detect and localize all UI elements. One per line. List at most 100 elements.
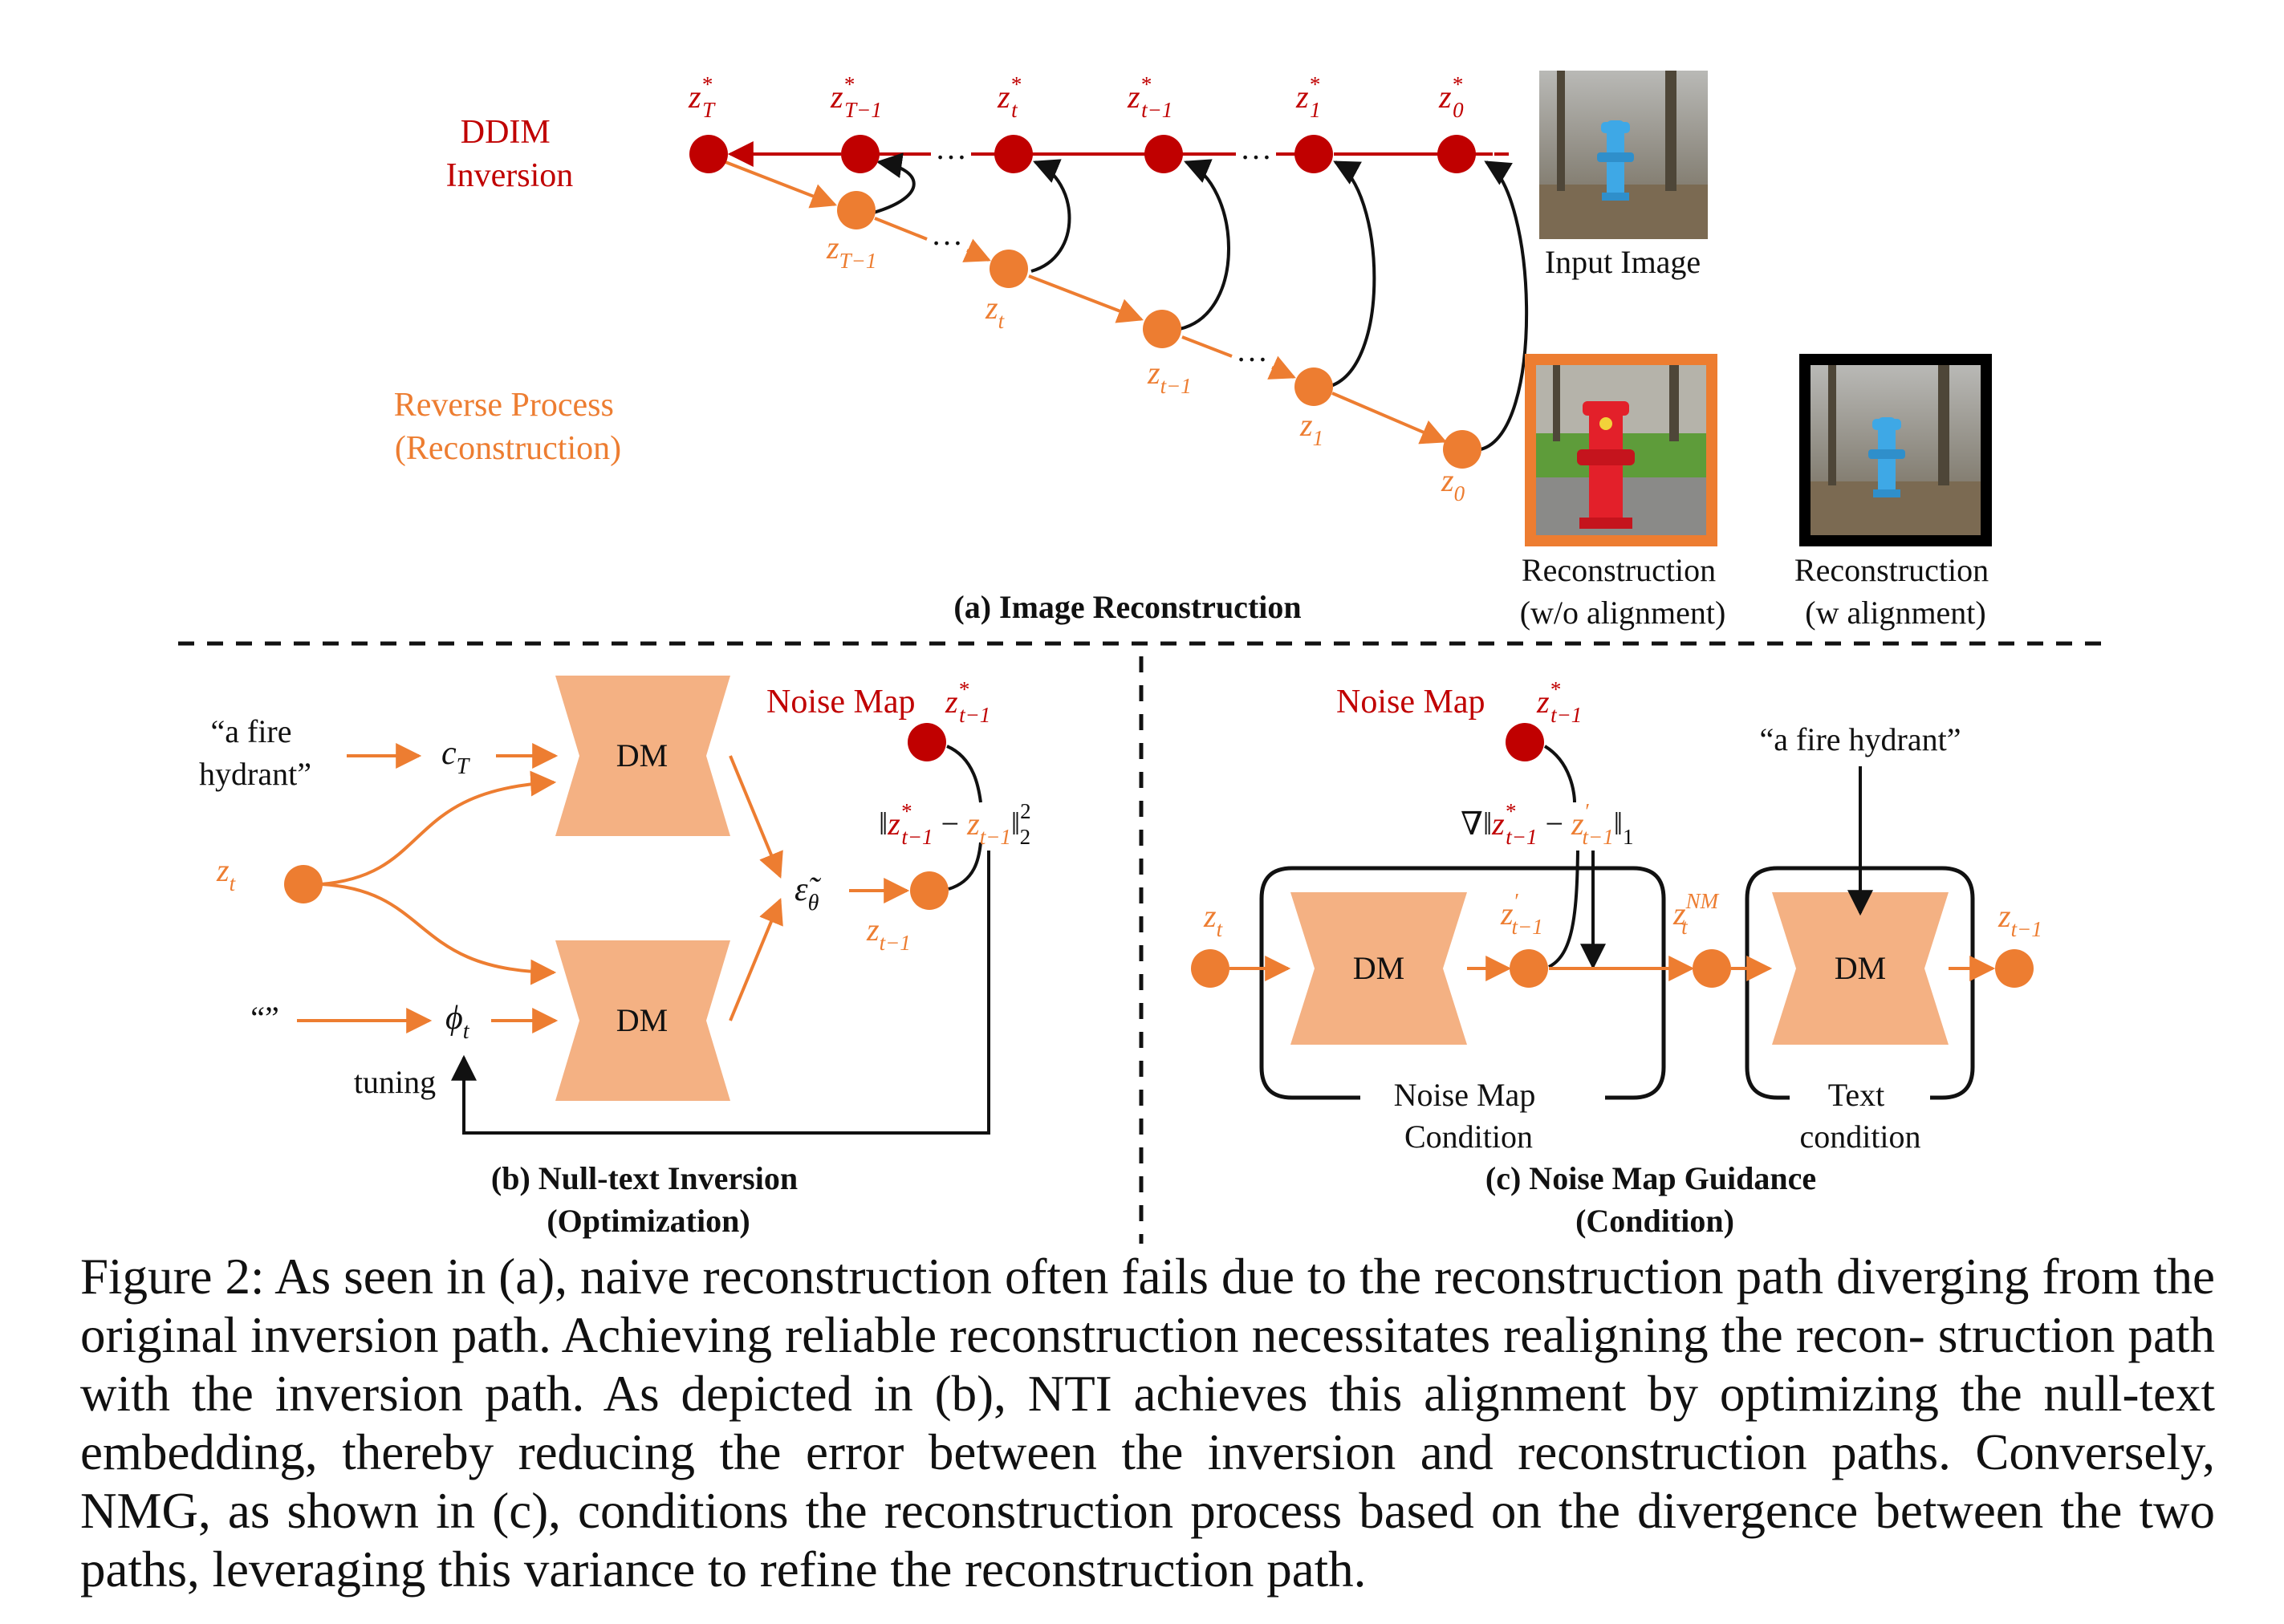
noise-map-node bbox=[908, 723, 946, 761]
branch-arrow-bottom bbox=[320, 883, 557, 985]
inversion-label: z*t−1 bbox=[1127, 72, 1172, 122]
z-prime-node bbox=[1510, 949, 1548, 988]
reconstruction-without-alignment-label: Reconstruction (w/o alignment) bbox=[1520, 552, 1726, 631]
tuning-feedback-arrow bbox=[451, 851, 990, 1135]
gradient-expression: ∇‖z*t−1 − z′t−1‖1 bbox=[1461, 799, 1634, 849]
reverse-line bbox=[874, 217, 928, 241]
inversion-label: z*t bbox=[997, 72, 1022, 122]
inversion-label: z*T bbox=[688, 72, 716, 122]
z-star-label: z*t−1 bbox=[1536, 677, 1582, 727]
reverse-node-z1 bbox=[1294, 367, 1333, 406]
alignment-arc bbox=[870, 152, 916, 215]
reconstruction-with-alignment-image bbox=[1799, 354, 1992, 546]
null-prompt-text: “” bbox=[250, 1000, 279, 1036]
dm-label: DM bbox=[616, 1002, 668, 1038]
inversion-label: z*1 bbox=[1295, 72, 1321, 122]
reverse-process-label: Reverse Process (Reconstruction) bbox=[394, 387, 623, 467]
z-prime-label: z′t−1 bbox=[1500, 889, 1543, 939]
z-t-node bbox=[284, 865, 323, 903]
reconstruction-with-alignment-label: Reconstruction (w alignment) bbox=[1794, 552, 1997, 631]
ellipsis: … bbox=[1236, 332, 1268, 368]
gradient-connector bbox=[1543, 745, 1576, 803]
reverse-node-zT-1 bbox=[837, 191, 876, 229]
panel-a-caption: (a) Image Reconstruction bbox=[953, 589, 1301, 625]
z-prime-connector bbox=[1548, 850, 1579, 968]
panel-c: Noise Map z*t−1 ∇‖z*t−1 − z′t−1‖1 DM DM … bbox=[1191, 677, 2042, 1239]
alignment-arc bbox=[1480, 160, 1529, 451]
reverse-node-zt-1 bbox=[1143, 310, 1181, 348]
ellipsis: … bbox=[1240, 130, 1272, 166]
z-t-1-label: zt−1 bbox=[866, 911, 911, 955]
ellipsis: … bbox=[931, 216, 963, 252]
reverse-label: zt−1 bbox=[1147, 355, 1192, 398]
z-t-label: zt bbox=[216, 852, 237, 895]
z-star-label: z*t−1 bbox=[945, 677, 990, 727]
inversion-label: z*T−1 bbox=[830, 72, 882, 122]
noise-map-condition-label: Noise Map Condition bbox=[1394, 1077, 1544, 1155]
prompt-text: “a fire hydrant” bbox=[199, 713, 311, 792]
prompt-text: “a fire hydrant” bbox=[1760, 721, 1961, 757]
reverse-node-zt bbox=[990, 250, 1028, 288]
dm-block-noise bbox=[1290, 892, 1467, 1045]
alignment-arc bbox=[1179, 159, 1230, 331]
inversion-node-zt-1 bbox=[1144, 135, 1183, 173]
reverse-label: zt bbox=[985, 290, 1006, 333]
dm-label: DM bbox=[616, 737, 668, 773]
reverse-label: z1 bbox=[1299, 407, 1323, 450]
dm-block-bottom bbox=[555, 940, 730, 1101]
reverse-arrow bbox=[1331, 392, 1447, 445]
noise-map-node bbox=[1506, 723, 1544, 761]
panel-c-caption: (c) Noise Map Guidance (Condition) bbox=[1485, 1160, 1824, 1239]
phi-t-label: ϕt bbox=[445, 1000, 470, 1044]
dm-block-top bbox=[555, 676, 730, 836]
alignment-arc bbox=[1327, 160, 1376, 388]
dm-block-text bbox=[1772, 892, 1949, 1045]
reconstruction-without-alignment-image bbox=[1525, 354, 1717, 546]
panel-b: “a fire hydrant” cT “” ϕt DM DM zt ε̃θ bbox=[199, 676, 1031, 1239]
ddim-inversion-label: DDIM Inversion bbox=[446, 114, 574, 194]
loss-connector bbox=[946, 745, 982, 803]
input-image bbox=[1539, 71, 1708, 239]
figure-caption: Figure 2: As seen in (a), naive reconstr… bbox=[80, 1248, 2215, 1598]
reverse-node-z0 bbox=[1443, 430, 1481, 469]
dm-label: DM bbox=[1353, 950, 1404, 986]
noise-map-label: Noise Map bbox=[766, 684, 915, 721]
panel-a: DDIM Inversion Reverse Process (Reconstr… bbox=[394, 71, 1997, 631]
reverse-label: zT−1 bbox=[826, 229, 876, 273]
dm-label: DM bbox=[1835, 950, 1886, 986]
input-image-label: Input Image bbox=[1545, 244, 1701, 280]
noise-map-label: Noise Map bbox=[1336, 684, 1485, 721]
reverse-line bbox=[1181, 335, 1233, 358]
reverse-arrow bbox=[725, 160, 837, 209]
inversion-node-zt bbox=[994, 135, 1033, 173]
loss-connector bbox=[948, 842, 982, 891]
inversion-node-zT-1 bbox=[841, 135, 880, 173]
reverse-arrow bbox=[962, 238, 991, 262]
inversion-node-z1 bbox=[1294, 135, 1333, 173]
alignment-arc bbox=[1030, 159, 1071, 273]
z-t-1-node bbox=[910, 871, 949, 910]
inversion-node-zT bbox=[689, 135, 728, 173]
z-t-label: zt bbox=[1203, 898, 1224, 941]
reverse-label: z0 bbox=[1441, 462, 1465, 505]
epsilon-label: ε̃θ bbox=[795, 871, 822, 916]
reverse-arrow bbox=[1267, 355, 1296, 380]
ellipsis: … bbox=[935, 130, 967, 166]
z-out-node bbox=[1995, 949, 2034, 988]
text-condition-label: Text condition bbox=[1799, 1077, 1920, 1155]
inversion-node-z0 bbox=[1437, 135, 1476, 173]
reverse-arrow bbox=[1028, 274, 1144, 323]
panel-b-caption: (b) Null-text Inversion (Optimization) bbox=[491, 1160, 806, 1239]
z-out-label: zt−1 bbox=[1997, 898, 2042, 941]
tuning-label: tuning bbox=[354, 1064, 436, 1100]
z-t-node bbox=[1191, 949, 1229, 988]
z-nm-node bbox=[1693, 949, 1731, 988]
c-T-label: cT bbox=[441, 735, 471, 779]
inversion-label: z*0 bbox=[1438, 72, 1464, 122]
merge-arrow bbox=[729, 898, 783, 1021]
branch-arrow-top bbox=[320, 770, 557, 886]
noise-map-condition-box bbox=[1259, 866, 1666, 1100]
